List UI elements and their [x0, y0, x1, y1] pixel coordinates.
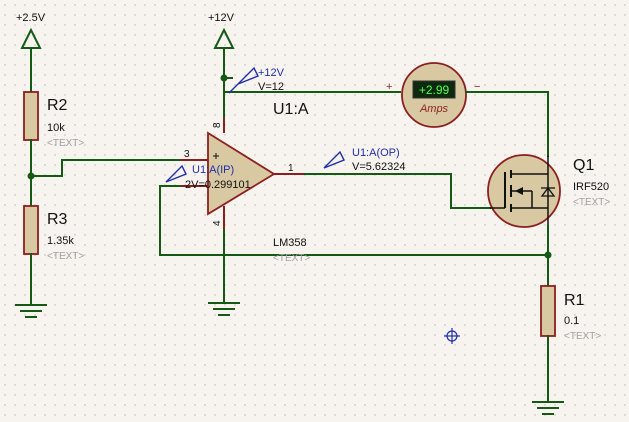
opamp-pin-vcc: 8	[212, 122, 223, 128]
r2-value-label: 10k	[47, 122, 65, 134]
wire-ammeter-to-drain[interactable]	[465, 91, 549, 157]
probe-opamp-ip[interactable]	[165, 164, 187, 183]
power-12v-label: +12V	[208, 12, 235, 24]
opamp-pin-gnd: 4	[212, 220, 223, 226]
opamp-ref-label: U1:A	[273, 101, 309, 118]
ammeter-minus: −	[474, 81, 480, 93]
probe-vcc[interactable]	[228, 66, 259, 94]
probe-opamp-op[interactable]	[323, 150, 345, 169]
r1-value-label: 0.1	[564, 315, 579, 327]
probe-vcc-value: V=12	[258, 81, 284, 93]
probe-ip-value: 2V=0.299101	[185, 179, 251, 191]
r1-ref-label: R1	[564, 292, 585, 309]
ground-symbol-r1[interactable]	[532, 401, 564, 415]
probe-op-value: V=5.62324	[352, 161, 406, 173]
q1-ref-label: Q1	[573, 157, 594, 174]
ammeter-reading: +2.99	[419, 83, 450, 97]
junction-vcc	[220, 74, 228, 82]
origin-marker-icon	[444, 328, 460, 344]
power-terminal-2v5[interactable]	[20, 27, 42, 93]
wire-divider-to-opamp[interactable]	[30, 159, 181, 177]
q1-value-label: IRF520	[573, 181, 609, 193]
ammeter-unit: Amps	[419, 103, 449, 115]
wire-opamp-to-gate[interactable]	[304, 173, 491, 209]
ammeter[interactable]	[401, 62, 467, 128]
opamp-pin-out: 1	[288, 163, 294, 174]
wire-feedback[interactable]	[159, 185, 549, 256]
opamp-value-label: LM358	[273, 237, 307, 249]
r3-ref-label: R3	[47, 211, 68, 228]
probe-ip-name: U1:A(IP)	[192, 164, 234, 176]
ground-symbol-r3[interactable]	[15, 304, 47, 318]
power-2v5-label: +2.5V	[16, 12, 46, 24]
r3-value-label: 1.35k	[47, 235, 74, 247]
resistor-r2[interactable]	[23, 91, 39, 177]
mosfet-q1[interactable]	[487, 154, 561, 228]
r1-text-placeholder: <TEXT>	[564, 331, 601, 342]
opamp-u1a[interactable]	[180, 118, 305, 230]
probe-op-name: U1:A(OP)	[352, 147, 400, 159]
probe-vcc-name: +12V	[258, 67, 285, 79]
r3-text-placeholder: <TEXT>	[47, 251, 84, 262]
ground-symbol-opamp[interactable]	[208, 302, 240, 316]
r2-text-placeholder: <TEXT>	[47, 138, 84, 149]
q1-text-placeholder: <TEXT>	[573, 197, 610, 208]
opamp-pin-noninv: 3	[184, 149, 190, 160]
ammeter-plus: +	[386, 81, 392, 93]
resistor-r3[interactable]	[23, 175, 39, 306]
resistor-r1[interactable]	[540, 285, 556, 403]
r2-ref-label: R2	[47, 97, 68, 114]
opamp-text-placeholder: <TEXT>	[273, 253, 310, 264]
